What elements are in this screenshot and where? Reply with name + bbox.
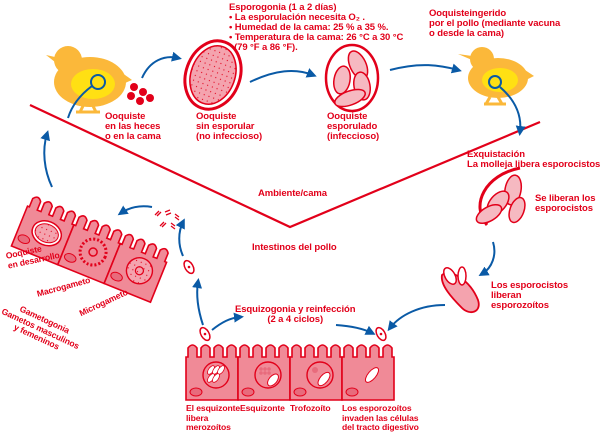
sporocyst-releasing-icon	[440, 266, 480, 314]
cell-developing-oocyst	[10, 196, 77, 266]
cell-schizont-releasing	[185, 344, 239, 401]
unsporulated-oocyst-icon	[183, 39, 243, 111]
arrow-cells-to-merozoite	[192, 278, 204, 326]
zone-intestinos: Intestinos del pollo	[252, 242, 337, 253]
arrow-merozoite-up	[175, 218, 185, 257]
esporogonia-bullet-2: • Humedad de la cama: 25 % a 35 %.	[229, 22, 389, 33]
arrow-sporozoites-to-cells	[387, 304, 446, 332]
esporogonia-bullet-4: (79 °F a 86 °F).	[229, 42, 298, 53]
arrow-schizogony-left	[211, 312, 244, 331]
arrow-microgametes-to-gametes	[117, 205, 153, 216]
nucleus	[189, 387, 203, 397]
esporogonia-bullet-1: • La esporulación necesita O₂ .	[229, 12, 365, 23]
label-esporozoitos-invaden: Los esporozoítos invaden las células del…	[342, 403, 419, 433]
label-trofozoito: Trofozoíto	[290, 403, 331, 413]
cell-macrogamete	[56, 215, 123, 285]
nucleus	[293, 387, 307, 397]
merozoite-middle-icon	[183, 259, 195, 275]
label-ooquiste-heces: Ooquiste en las heces o en la cama	[105, 111, 161, 142]
merozoite-left-icon	[199, 326, 211, 342]
arrow-feces-to-unsporulated	[141, 51, 182, 79]
label-esquizonte: Esquizonte	[240, 403, 285, 413]
label-esquizogonia: Esquizogonia y reinfección (2 a 4 ciclos…	[235, 304, 356, 325]
arrow-unsporulated-to-sporulated	[249, 68, 317, 83]
nucleus	[110, 271, 123, 282]
arrow-gametes-to-chick	[40, 130, 53, 188]
arrow-schizogony-right	[335, 324, 376, 335]
gametogony-cells	[10, 196, 169, 304]
released-sporocysts-icon	[475, 166, 526, 226]
label-esporocistos-liberan: Los esporocistos liberan esporozoítos	[491, 280, 569, 311]
label-ooquiste-ingerido: Ooquisteingerido por el pollo (mediante …	[429, 8, 561, 39]
arrow-sporocysts-to-sporozoites	[478, 241, 496, 277]
esporogonia-title: Esporogonia (1 a 2 días)	[229, 2, 337, 13]
cell-sporozoite-invading	[341, 344, 395, 401]
cell-schizont	[237, 344, 291, 401]
sporozoite-right-icon	[375, 326, 387, 342]
chick-shedding-icon	[46, 46, 132, 119]
nucleus	[241, 387, 255, 397]
sporulated-oocyst-icon	[324, 43, 380, 113]
zone-ambiente: Ambiente/cama	[258, 188, 327, 199]
intestinal-cells-row	[185, 344, 395, 401]
nucleus	[345, 387, 359, 397]
cell-trophozoite	[289, 344, 343, 401]
microgametes-icon	[154, 209, 180, 230]
label-exquistacion: Exquistación La molleja libera esporocis…	[467, 149, 600, 170]
environment-boundary-line	[29, 104, 541, 229]
nucleus	[63, 253, 77, 263]
arrow-sporulated-to-ingested	[389, 63, 462, 74]
feces-oocysts-icon	[127, 83, 154, 105]
label-ooquiste-sin-esporular: Ooquiste sin esporular (no infeccioso)	[196, 111, 263, 142]
label-esquizonte-libera: El esquizonte libera merozoítos	[186, 403, 241, 433]
cell-microgamete	[103, 233, 169, 304]
label-ooquiste-esporulado: Ooquiste esporulado (infeccioso)	[327, 111, 380, 142]
chick-ingesting-icon	[458, 47, 534, 136]
esporogonia-bullet-3: • Temperatura de la cama: 26 °C a 30 °C	[229, 32, 404, 43]
label-se-liberan: Se liberan los esporocistos	[535, 193, 596, 214]
nucleus	[17, 234, 31, 245]
